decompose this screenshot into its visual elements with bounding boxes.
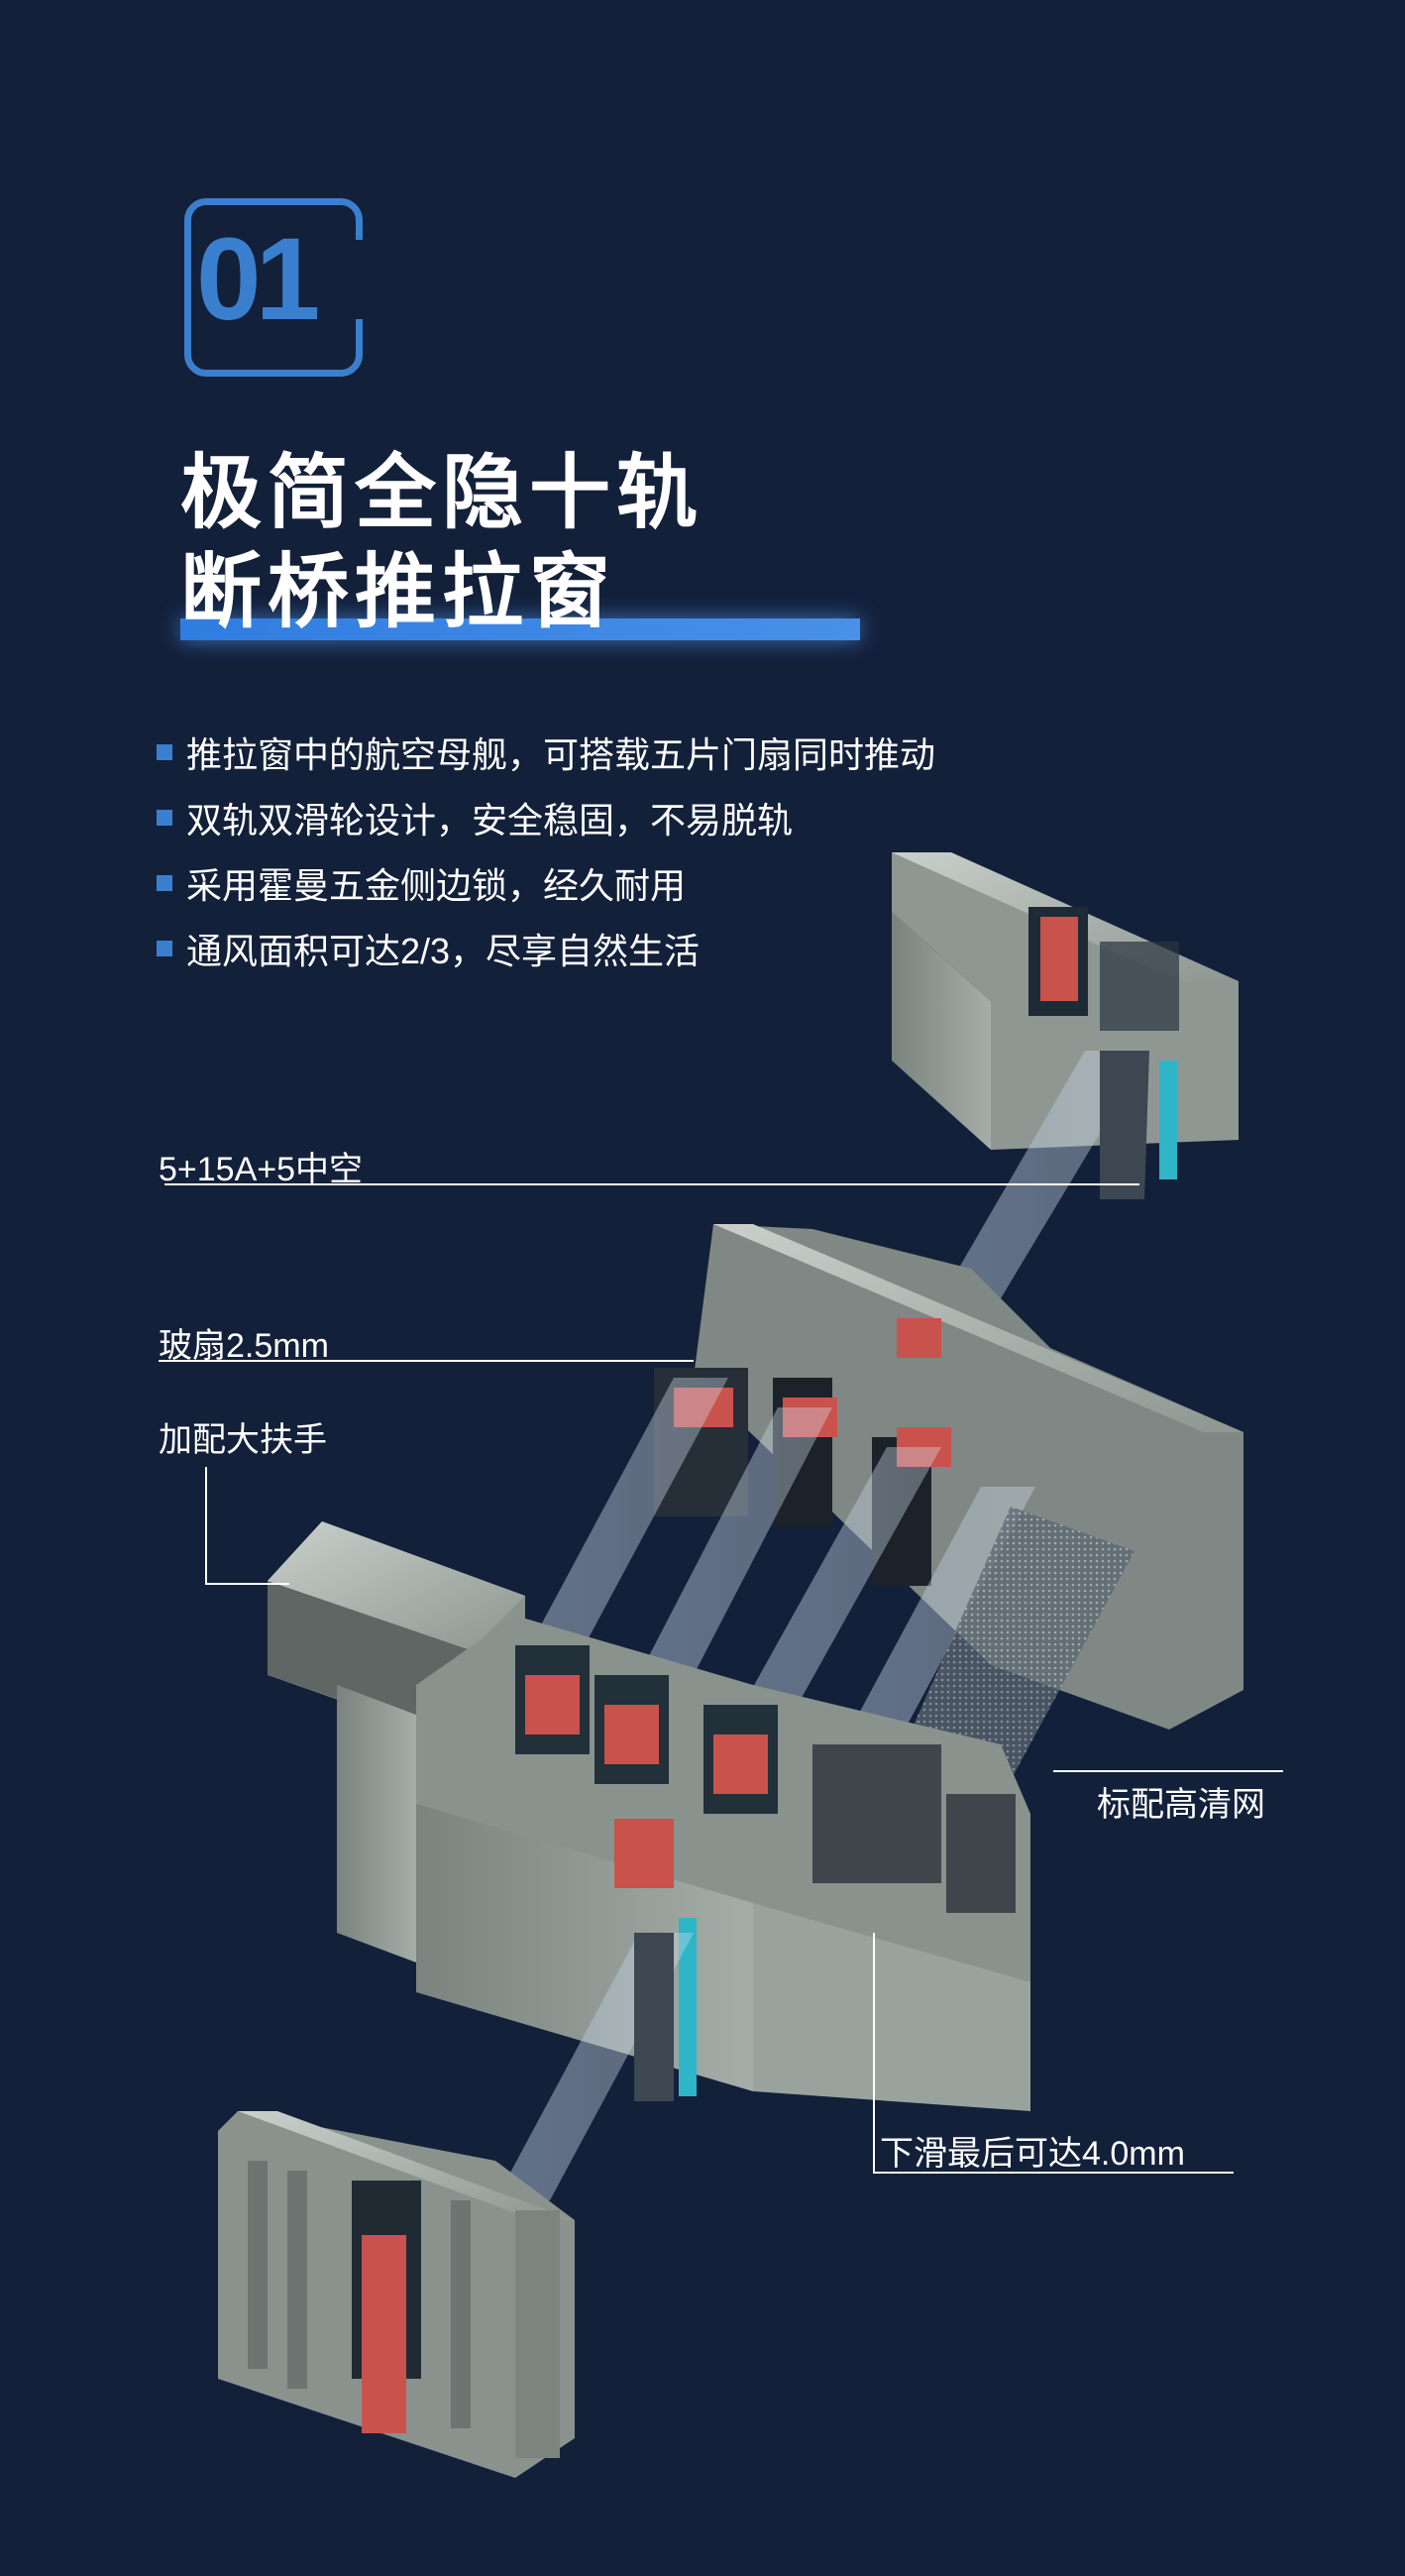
glass-pane	[941, 1051, 1149, 1298]
number-badge-gap	[343, 240, 373, 319]
bullet-square-icon	[157, 941, 172, 956]
callout-bottom-slide: 下滑最后可达4.0mm	[880, 2135, 1185, 2173]
feature-item: 双轨双滑轮设计，安全稳固，不易脱轨	[157, 785, 935, 850]
title-underline	[180, 618, 860, 640]
feature-list: 推拉窗中的航空母舰，可搭载五片门扇同时推动 双轨双滑轮设计，安全稳固，不易脱轨 …	[157, 720, 935, 981]
sliding-sash-panes	[530, 1378, 1035, 1744]
title-line-2: 断桥推拉窗	[180, 547, 617, 637]
feature-item: 采用霍曼五金侧边锁，经久耐用	[157, 850, 935, 916]
bottom-jamb-profile	[218, 2111, 575, 2478]
feature-text: 双轨双滑轮设计，安全稳固，不易脱轨	[186, 800, 794, 840]
callout-screen: 标配高清网	[1097, 1786, 1265, 1824]
feature-item: 推拉窗中的航空母舰，可搭载五片门扇同时推动	[157, 720, 935, 785]
feature-text: 通风面积可达2/3，尽享自然生活	[186, 931, 701, 971]
callout-handle: 加配大扶手	[159, 1421, 327, 1459]
number-badge: 01	[196, 214, 320, 345]
feature-item: 通风面积可达2/3，尽享自然生活	[157, 916, 935, 981]
title-line-1: 极简全隐十轨	[180, 448, 704, 538]
callout-sash-thickness: 玻扇2.5mm	[159, 1327, 329, 1365]
feature-text: 采用霍曼五金侧边锁，经久耐用	[186, 865, 687, 906]
callout-glass: 5+15A+5中空	[159, 1151, 364, 1188]
bullet-square-icon	[157, 744, 172, 760]
bullet-square-icon	[157, 810, 172, 826]
top-jamb-profile	[892, 852, 1239, 1179]
bullet-square-icon	[157, 875, 172, 891]
feature-text: 推拉窗中的航空母舰，可搭载五片门扇同时推动	[186, 734, 936, 775]
page-title: 极简全隐十轨 断桥推拉窗	[180, 444, 703, 642]
